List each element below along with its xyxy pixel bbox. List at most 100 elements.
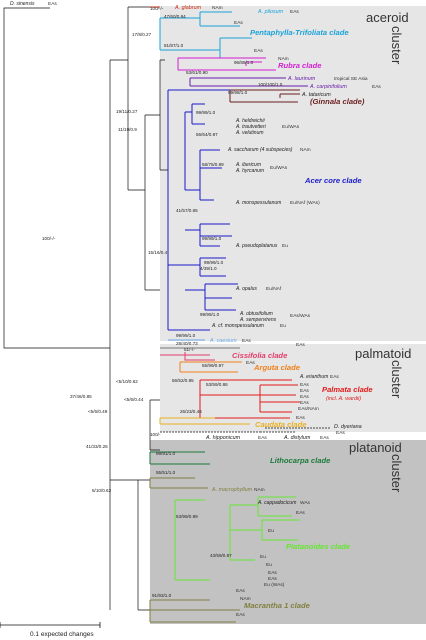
support-value: 99/99/1.0 bbox=[196, 110, 216, 115]
clade-label-cissifolia: Cissifolia clade bbox=[232, 351, 288, 360]
tip-region-distylum: EAs bbox=[320, 435, 329, 441]
tip-taxon-monspessulanum: A. monspessulanum bbox=[235, 200, 281, 206]
region-label: Eu bbox=[266, 562, 272, 568]
clade-label-acercore: Acer core clade bbox=[304, 176, 362, 185]
tip-taxon-tataricum: A. tataricum bbox=[301, 92, 331, 98]
tip-region-carpinifolium: EAs bbox=[372, 84, 381, 90]
region-label: NAm bbox=[240, 596, 251, 602]
platanoides-subtree bbox=[174, 496, 300, 581]
tip-region-trautvetteri: Eu/WAs bbox=[282, 124, 300, 130]
clade-label-macrantha: Macrantha 1 clade bbox=[244, 601, 311, 610]
support-value: 91/93/1.0 bbox=[152, 593, 172, 598]
support-value: 26/23/0.46 bbox=[180, 409, 202, 414]
palmatoid-cluster-box bbox=[160, 344, 426, 432]
tip-taxon-laurinum: A. laurinum bbox=[287, 76, 316, 82]
support-value: 4/39/1.0 bbox=[200, 266, 217, 271]
support-value: 37/46/0.85 bbox=[70, 394, 92, 399]
tip-taxon-caesium: A. caesium bbox=[209, 338, 237, 344]
palmatoid-cluster-label: palmatoid bbox=[355, 346, 411, 361]
support-value: 99/91/1.0 bbox=[156, 451, 176, 456]
support-value: 55/99/0.97 bbox=[202, 363, 224, 368]
support-value: 43/59/0.87 bbox=[210, 553, 232, 558]
region-label: EAs bbox=[300, 388, 309, 394]
lithocarpa-subtree bbox=[149, 451, 210, 465]
clade-label-palmata: Palmata clade bbox=[322, 385, 373, 394]
tip-region-pilosum: EAs bbox=[290, 9, 299, 15]
tip-taxon-saccharum: A. saccharum (4 subspecies) bbox=[227, 147, 293, 153]
aceroid-cluster-box bbox=[160, 6, 426, 341]
region-label: NAm bbox=[278, 56, 289, 62]
support-value: 55/51/1.0 bbox=[156, 470, 176, 475]
platanoid-cluster-box bbox=[150, 440, 426, 624]
region-label: EAs bbox=[236, 612, 245, 618]
tip-region-saccharum: NAm bbox=[300, 147, 311, 153]
region-label: EAs bbox=[268, 570, 277, 576]
caudata-subtree bbox=[159, 417, 250, 425]
support-value: 19/11/0.27 bbox=[116, 109, 138, 114]
region-label: EAs bbox=[296, 342, 305, 348]
tip-taxon-erianthum: A. erianthum bbox=[299, 374, 328, 380]
support-value: 100/- bbox=[150, 432, 161, 437]
region-label: Eu (WAs) bbox=[264, 582, 285, 588]
tip-region-macrophyllum: NAm bbox=[254, 487, 265, 493]
clade-label-caudata: Caudata clade bbox=[255, 420, 307, 429]
support-value: 53/59/0.86 bbox=[206, 382, 228, 387]
support-value: <5/6/0.49 bbox=[88, 409, 108, 414]
support-value: 99/98/1.0 bbox=[228, 90, 248, 95]
support-value: 51/-/- bbox=[184, 347, 195, 352]
laurinum-subtree bbox=[189, 77, 308, 87]
region-label: EAs bbox=[246, 360, 255, 366]
support-value: 100/-/- bbox=[150, 6, 164, 11]
tip-taxon-sempervirens: A. sempervirens bbox=[239, 317, 277, 323]
tip-region-hipponicum: EAs bbox=[258, 435, 267, 441]
support-value: 58/75/0.89 bbox=[202, 162, 224, 167]
support-value: 28/40/0.73 bbox=[176, 341, 198, 346]
support-value: <5/10/0.62 bbox=[116, 379, 138, 384]
clade-label-arguta: Arguta clade bbox=[253, 363, 301, 372]
region-label: EAs bbox=[268, 576, 277, 582]
region-label: Eu bbox=[268, 528, 274, 534]
region-label: EAs bbox=[300, 382, 309, 388]
region-label: EAs bbox=[296, 415, 305, 421]
tip-taxon-velutinum: A. velutinum bbox=[235, 130, 264, 136]
tip-taxon-cf-monspessulanum: A. cf. monspessulanum bbox=[211, 323, 264, 329]
scale-bar-label: 0.1 expected changes bbox=[30, 631, 94, 638]
clade-label-platanoides: Platanoides clade bbox=[286, 542, 351, 551]
support-value: 96/88/1.0 bbox=[234, 60, 254, 65]
tip-region-cf-monspessulanum: Eu bbox=[280, 323, 286, 329]
tip-region-monspessulanum: Eu/NAf (WAs) bbox=[290, 200, 320, 206]
acercore-subtree bbox=[167, 89, 238, 331]
clade-label-ginnala: (Ginnala clade) bbox=[310, 97, 365, 106]
tip-taxon-pilosum: A. pilosum bbox=[257, 9, 284, 15]
support-value: 47/60/0.84 bbox=[164, 14, 186, 19]
tip-region-caesium: EAs bbox=[242, 338, 251, 344]
support-value: 15/16/0.4 bbox=[148, 250, 168, 255]
tip-taxon-ibericum: A. ibericum bbox=[235, 162, 261, 168]
support-value: 56/64/0.97 bbox=[196, 132, 218, 137]
region-label: EAs bbox=[296, 510, 305, 516]
region-label: EAs/NAm bbox=[298, 406, 319, 412]
tip-region-ibericum: Eu/WAs bbox=[270, 165, 288, 171]
tip-taxon-carpinifolium: A. carpinifolium bbox=[309, 84, 347, 90]
support-value: 99/99/1.0 bbox=[200, 312, 220, 317]
cissifolia-subtree bbox=[160, 352, 215, 361]
tip-taxon-opalus: A. opalus bbox=[235, 286, 257, 292]
rubra-subtree bbox=[177, 57, 276, 71]
support-value: 41/57/0.65 bbox=[176, 208, 198, 213]
support-value: 17/8/0.27 bbox=[132, 32, 152, 37]
macrophyllum-subtree bbox=[149, 477, 208, 489]
region-label: EAs bbox=[234, 20, 243, 26]
clade-label-lithocarpa: Lithocarpa clade bbox=[270, 456, 331, 465]
backbone-branches bbox=[3, 6, 168, 611]
tip-region-obtusifolium: EAs/WAs bbox=[290, 313, 311, 319]
support-value: 99/99/1.0 bbox=[202, 236, 222, 241]
hipponicum-branch bbox=[160, 427, 330, 433]
tip-taxon-cappadocicum: A. cappadocicum bbox=[257, 500, 296, 506]
ginnala-subtree bbox=[229, 89, 300, 103]
support-value: 81/87/1.0 bbox=[164, 43, 184, 48]
palmata-subtree bbox=[199, 379, 300, 419]
region-label: Eu bbox=[260, 554, 266, 560]
support-value: 11/19/0.9 bbox=[118, 127, 137, 132]
tip-taxon-dyeriana: D. dyeriana bbox=[334, 424, 362, 430]
